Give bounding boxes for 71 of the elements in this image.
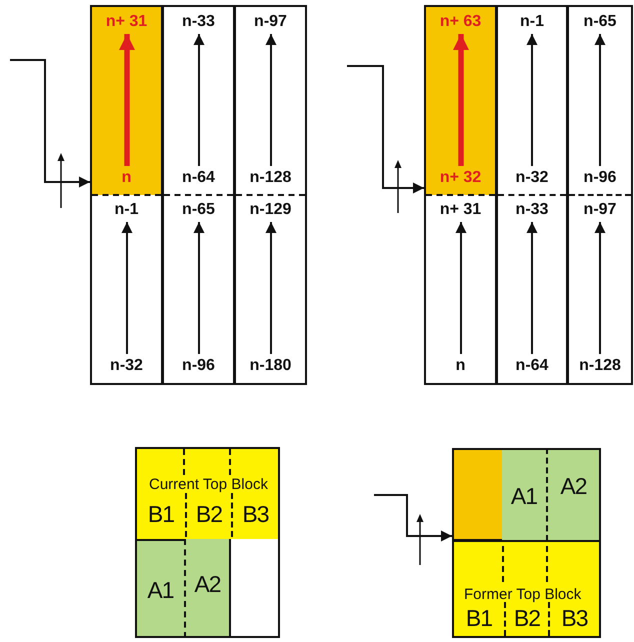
memory-cell <box>424 5 497 195</box>
address-label: n <box>456 357 466 375</box>
address-label: n-33 <box>182 13 215 31</box>
arrow <box>266 222 276 354</box>
address-label: n-64 <box>182 169 215 187</box>
arrow <box>594 34 606 166</box>
block-title: Former Top Block <box>464 586 582 603</box>
cell-label: B2 <box>194 501 224 528</box>
arrow <box>526 222 538 354</box>
memory-cell <box>567 5 633 195</box>
address-label: n-32 <box>516 169 548 187</box>
address-label: n+ 32 <box>440 169 482 187</box>
arrow <box>119 34 135 166</box>
arrow <box>194 34 204 166</box>
memory-cell <box>496 5 568 195</box>
arrow <box>122 222 132 354</box>
memory-cell <box>162 195 235 385</box>
address-label: n-33 <box>516 201 548 219</box>
cell-label: B2 <box>512 605 542 632</box>
block-region <box>135 447 280 539</box>
memory-cell <box>90 5 163 195</box>
memory-cell <box>229 539 280 638</box>
memory-cell <box>496 195 568 385</box>
cell-label: A1 <box>146 576 175 604</box>
memory-cell <box>502 448 546 541</box>
memory-cell <box>234 195 307 385</box>
address-label: n-128 <box>579 357 621 375</box>
address-label: n-180 <box>250 357 292 375</box>
address-label: n-1 <box>520 13 544 31</box>
arrow <box>266 34 276 166</box>
address-label: n-96 <box>584 169 616 187</box>
step-arrow <box>10 59 90 188</box>
address-label: n-1 <box>114 201 138 219</box>
memory-cell <box>184 539 231 638</box>
memory-cell <box>234 5 307 195</box>
address-label: n-128 <box>250 169 292 187</box>
address-label: n+ 31 <box>440 201 482 219</box>
memory-cell <box>567 195 633 385</box>
memory-cell <box>162 5 235 195</box>
arrow <box>194 222 204 354</box>
memory-cell <box>90 195 163 385</box>
memory-cell <box>546 448 601 541</box>
address-label: n-97 <box>254 13 287 31</box>
address-label: n-65 <box>182 201 215 219</box>
address-label: n-65 <box>584 13 616 31</box>
block-title: Current Top Block <box>149 476 268 493</box>
arrow <box>526 34 538 166</box>
address-label: n <box>122 169 132 187</box>
memory-cell <box>424 195 497 385</box>
arrow <box>456 222 466 354</box>
memory-cell <box>452 448 504 541</box>
address-label: n-129 <box>250 201 292 219</box>
cell-label: B1 <box>464 605 494 632</box>
step-arrow <box>374 494 452 542</box>
block-region <box>452 540 601 638</box>
cell-label: B3 <box>241 501 270 528</box>
address-label: n-96 <box>182 357 215 375</box>
address-label: n-64 <box>516 357 548 375</box>
cell-label: A2 <box>559 472 588 500</box>
cell-label: A2 <box>193 570 222 598</box>
cell-label: B1 <box>146 501 176 528</box>
address-label: n-32 <box>110 357 143 375</box>
step-arrow <box>347 65 424 194</box>
arrow <box>453 34 469 166</box>
address-label: n+ 31 <box>106 13 148 31</box>
arrow <box>594 222 606 354</box>
cell-label: A1 <box>510 482 538 510</box>
cell-label: B3 <box>560 605 589 632</box>
memory-cell <box>135 539 184 638</box>
address-label: n-97 <box>584 201 616 219</box>
address-label: n+ 63 <box>440 13 482 31</box>
